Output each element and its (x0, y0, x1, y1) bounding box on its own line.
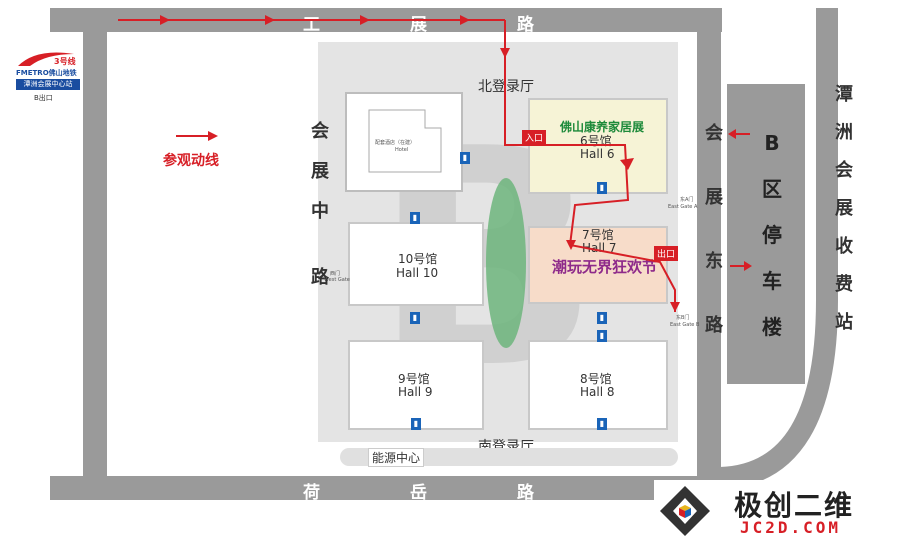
toll-char-4: 展 (835, 198, 853, 219)
metro-station: 潭洲会展中心站 (16, 79, 80, 90)
energy-center-label: 能源中心 (368, 448, 425, 467)
toll-char-7: 站 (835, 312, 853, 333)
legend-label: 参观动线 (163, 153, 219, 169)
west-road-char-1: 会 (311, 121, 329, 142)
watermark-cube-icon (660, 486, 710, 536)
metro-exit: B出口 (34, 94, 53, 102)
east-road-char-3: 东 (705, 251, 723, 272)
watermark: 极创二维 JC2D.COM (654, 480, 900, 541)
south-road (50, 476, 722, 500)
east-gate-b-cn: 东B门 (676, 315, 690, 321)
hall-6-en: Hall 6 (580, 147, 615, 161)
hall-10-en: Hall 10 (396, 266, 439, 280)
south-road-char-3: 路 (517, 483, 534, 503)
hotel-name-en: Hotel (395, 147, 409, 153)
toll-char-6: 费 (835, 274, 853, 295)
hall-9-cn: 9号馆 (398, 372, 430, 386)
west-road-label: 会 展 中 路 (308, 112, 332, 298)
toll-char-2: 洲 (835, 122, 853, 143)
west-road (83, 8, 107, 500)
hall-7[interactable]: 7号馆 Hall 7 潮玩无界狂欢节 (528, 226, 668, 304)
hall-9[interactable]: 9号馆 Hall 9 (348, 340, 484, 430)
south-road-char-1: 荷 (303, 483, 320, 503)
hall-10[interactable]: 10号馆 Hall 10 (348, 222, 484, 306)
west-gate-en: West Gate (324, 277, 350, 283)
parking-label: B 区 停 车 楼 (760, 120, 784, 350)
hotel-block: 配套酒店（在建） Hotel (345, 92, 463, 192)
east-gate-a-en: East Gate A (668, 204, 698, 210)
east-gate-a-cn: 东A门 (680, 197, 694, 203)
toll-station-label: 潭 洲 会 展 收 费 站 (832, 76, 856, 342)
metro-logo: 3号线 FMETRO佛山地铁 潭洲会展中心站 B出口 (14, 48, 82, 108)
far-east-road-curve (710, 270, 838, 489)
toll-char-1: 潭 (835, 84, 853, 105)
parking-char-4: 车 (762, 269, 782, 293)
hall-6-event: 佛山康养家居展 (560, 120, 645, 134)
energy-center (340, 448, 678, 466)
watermark-cn: 极创二维 (734, 489, 855, 522)
watermark-en: JC2D.COM (740, 518, 842, 537)
west-road-char-4: 路 (311, 267, 329, 288)
hall-8-cn: 8号馆 (580, 372, 612, 386)
hall-7-cn: 7号馆 (582, 228, 614, 242)
route-arrows-north (118, 15, 505, 25)
toilet-icon-hall8: ▮ (597, 418, 607, 430)
west-road-char-2: 展 (311, 161, 329, 182)
toll-char-3: 会 (835, 160, 853, 181)
hotel-outline (368, 109, 442, 173)
legend-arrow-icon (176, 131, 218, 141)
metro-swoosh-icon (18, 52, 74, 66)
parking-char-5: 楼 (762, 315, 782, 339)
north-road-char-3: 路 (517, 15, 534, 35)
west-road-char-3: 中 (311, 201, 329, 222)
hall-10-cn: 10号馆 (398, 252, 438, 266)
hall-8-en: Hall 8 (580, 385, 615, 399)
parking-entry-arrows (728, 129, 752, 271)
east-road-char-4: 路 (705, 315, 723, 336)
central-green-axis (486, 178, 526, 348)
parking-char-2: 区 (762, 177, 782, 201)
inner-east-road (697, 8, 721, 488)
metro-line: 3号线 (54, 57, 76, 66)
toll-char-5: 收 (835, 236, 853, 257)
toilet-icon-hall10-s: ▮ (410, 312, 420, 324)
east-road-char-1: 会 (705, 123, 723, 144)
hotel-name: 配套酒店（在建） (375, 140, 416, 146)
west-gate-cn: 西门 (330, 271, 341, 277)
toilet-icon-hall8-n: ▮ (597, 330, 607, 342)
parking-char-1: B (764, 131, 780, 155)
toilet-icon-hall6: ▮ (597, 182, 607, 194)
parking-char-3: 停 (762, 223, 782, 247)
toilet-icon-hall7: ▮ (597, 312, 607, 324)
hall-7-event: 潮玩无界狂欢节 (552, 258, 658, 276)
east-road-label: 会 展 东 路 (702, 102, 726, 358)
hall-9-en: Hall 9 (398, 385, 433, 399)
exit-tag: 出口 (654, 246, 679, 261)
far-east-road (816, 8, 838, 278)
south-road-char-2: 岳 (410, 483, 427, 503)
entrance-tag: 入口 (522, 130, 547, 145)
east-gate-b-en: East Gate B (670, 322, 700, 328)
toilet-icon-hotel: ▮ (460, 152, 470, 164)
east-road-char-2: 展 (705, 187, 723, 208)
toilet-icon-hall10: ▮ (410, 212, 420, 224)
toilet-icon-hall9: ▮ (411, 418, 421, 430)
metro-brand: FMETRO佛山地铁 (16, 69, 77, 77)
